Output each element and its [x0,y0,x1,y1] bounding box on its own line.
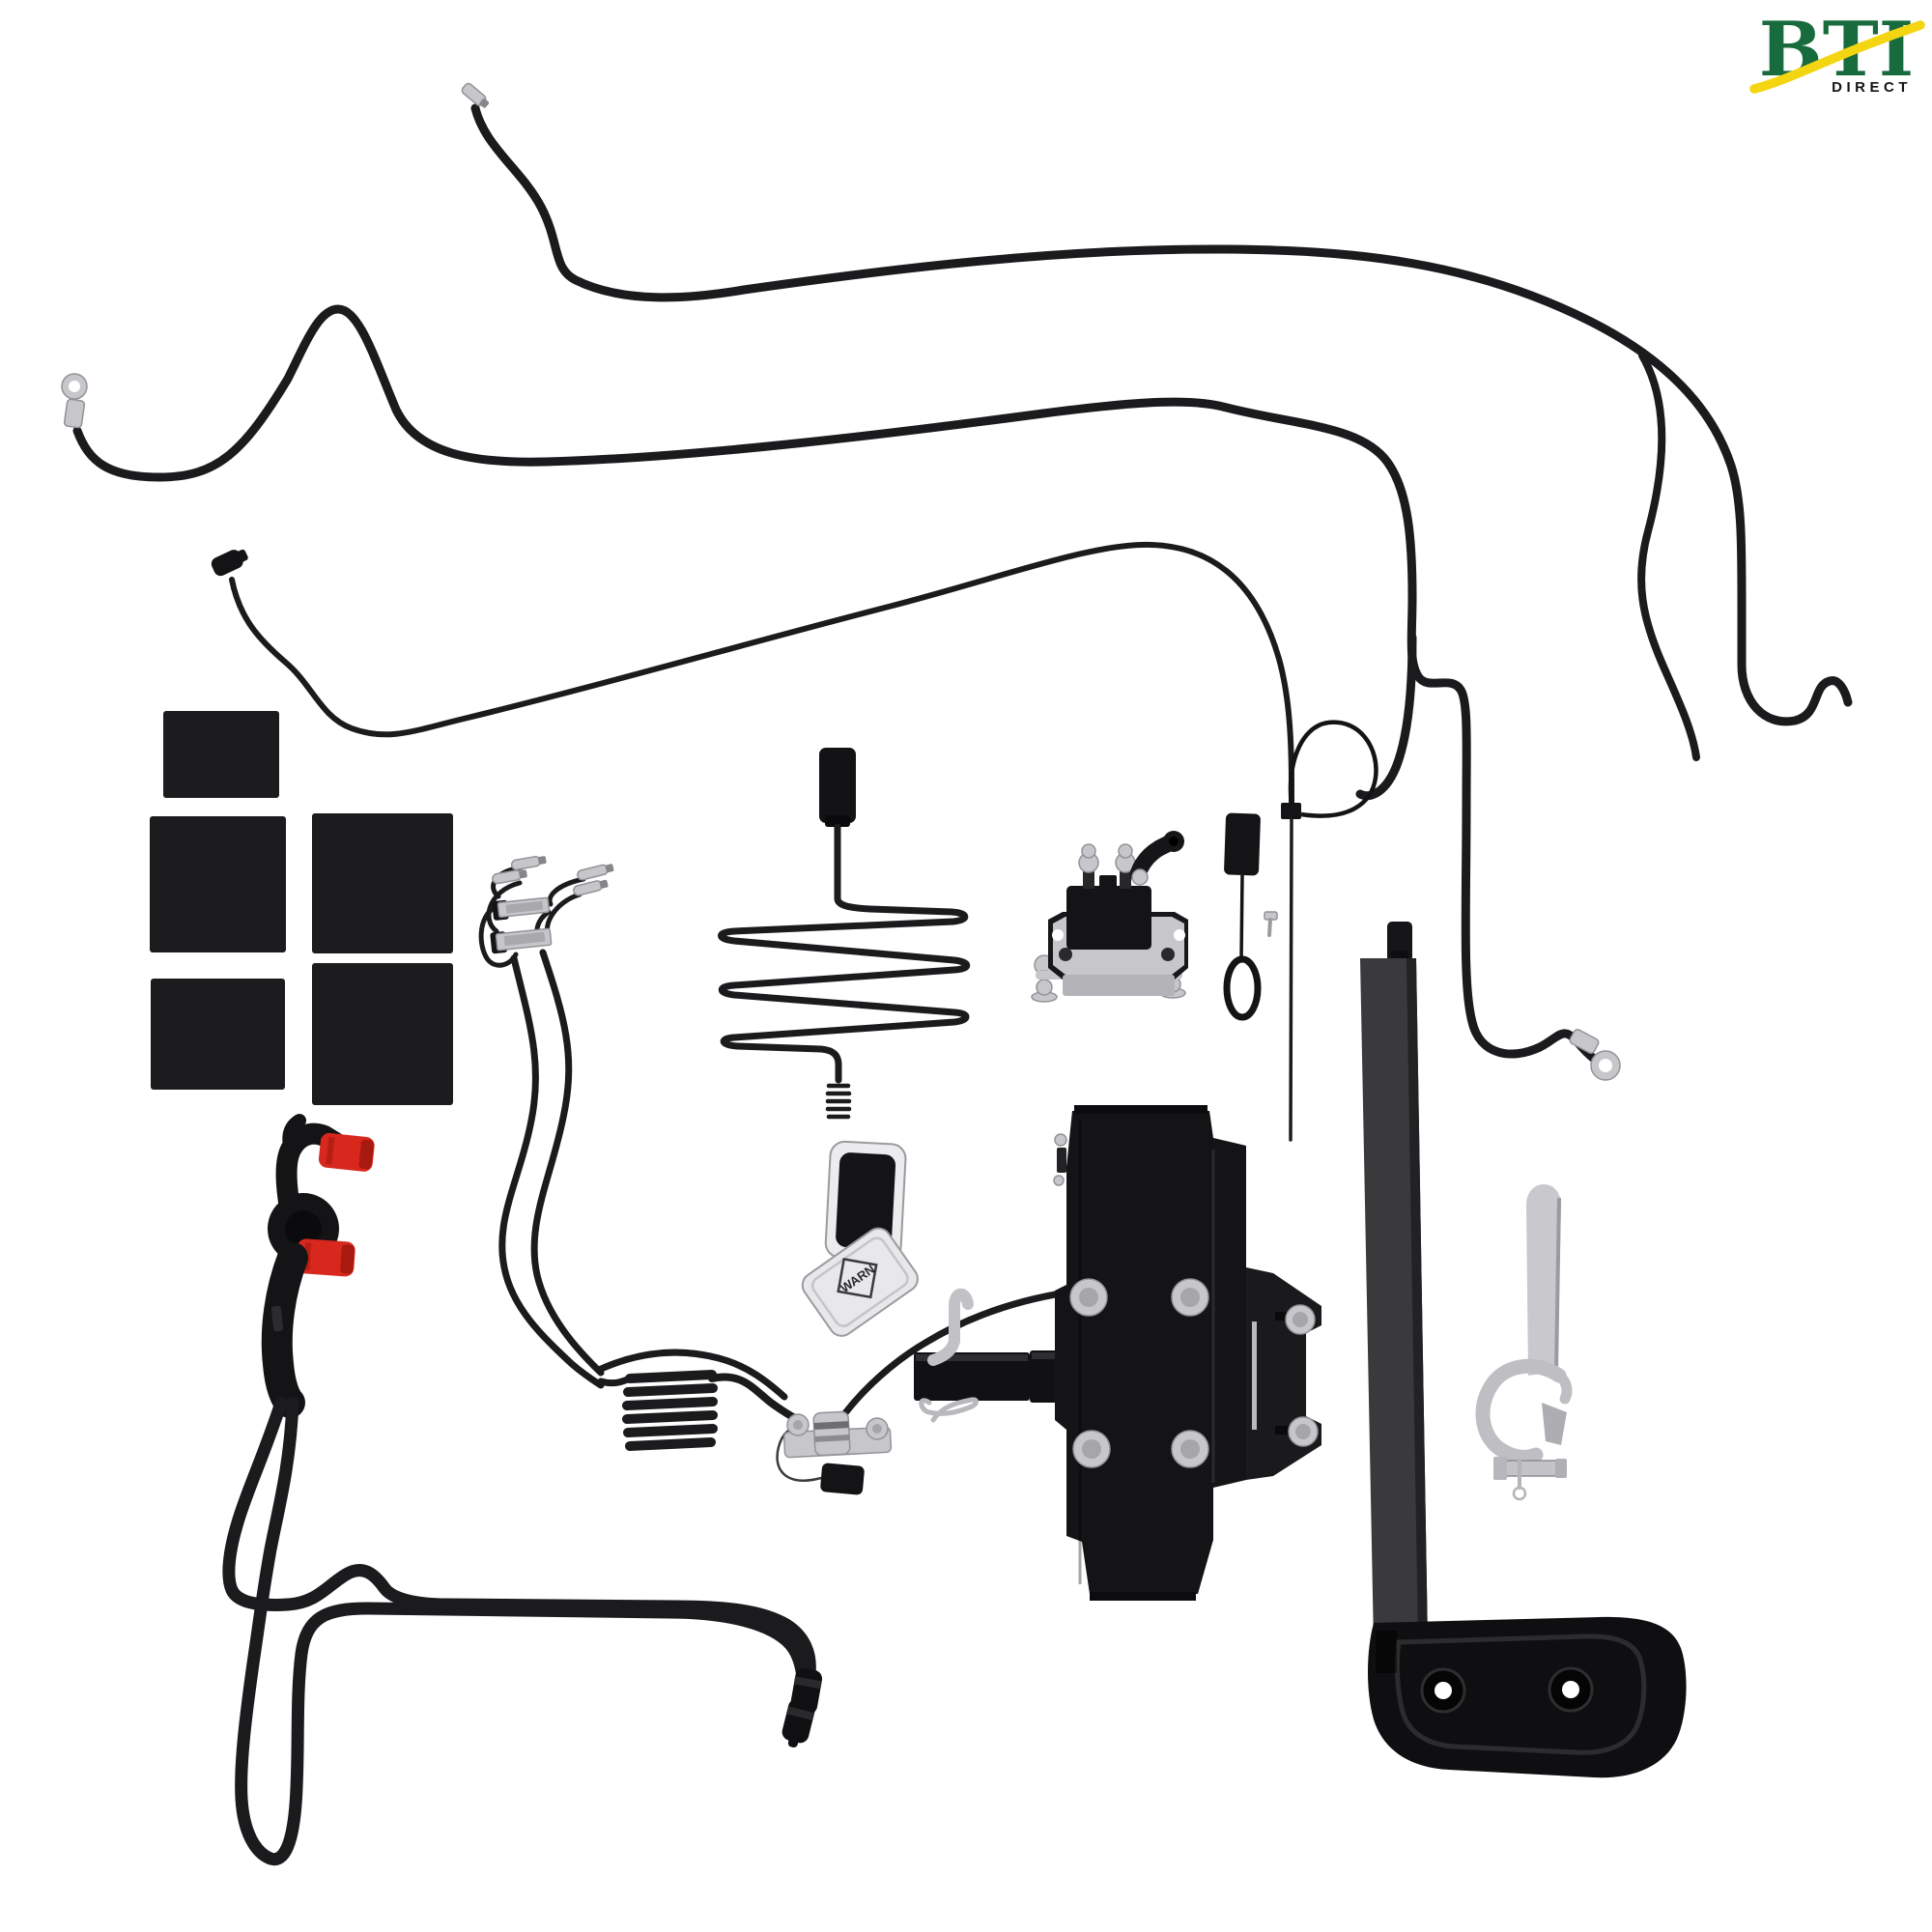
terminal-boot-red-1 [318,1132,375,1172]
zip-tie-head [1281,803,1301,819]
upright-bar [1360,922,1428,1644]
spade-terminal-1 [492,896,551,921]
zip-tie-loop [1288,720,1378,818]
bullet-connector-2 [492,869,527,885]
contactor [1031,831,1188,1003]
pad-3 [312,813,453,953]
contactor-connector-arm [1129,831,1184,886]
bullet-connector-3 [577,864,614,881]
terminal-clamp [1475,1184,1573,1501]
winch-mount-plate [914,1105,1321,1601]
bumper-pad [1368,1616,1687,1778]
pad-2 [150,816,286,952]
cable-connector-top [461,82,490,108]
side-bracket [1246,1267,1321,1480]
bullet-connector-1 [510,855,547,870]
pad-4 [151,979,285,1090]
warn-remote: WARN [801,1083,919,1337]
contactor-bolt-left [1031,954,1058,1003]
grommet-plug [211,549,248,577]
clamp-lever [1542,1403,1567,1445]
logo: BTI DIRECT [1749,6,1925,96]
accessory-socket [776,1289,1070,1495]
ground-cable-long [61,304,1621,1081]
mount-plate-body [1055,1111,1246,1594]
contactor-body [1066,886,1151,950]
pad-5 [312,963,453,1105]
logo-sub-text: DIRECT [1832,79,1912,96]
ring-terminal-left [61,373,88,429]
remote-rubber-pad [836,1152,896,1249]
zip-tie [1281,720,1378,819]
battery-terminal-assembly [261,1114,375,1418]
zigzag-cord [718,895,971,1084]
cable-coil [595,1349,806,1451]
accessory-wire [211,541,1294,1142]
screw-small [1264,911,1278,937]
cable-strand-end [1637,352,1700,761]
socket-cap [820,1463,865,1495]
wiring-harness [478,855,614,1389]
cable-boot-2 [781,1698,815,1747]
clamp-strap [1526,1184,1561,1376]
contactor-stud-1 [1078,843,1099,889]
pull-ring [1223,955,1262,1021]
power-cable-long [461,82,1853,761]
hitch-pin-clip [919,1397,979,1423]
bullet-connector-4 [573,879,609,896]
hitch-pin [927,1288,974,1366]
spade-terminal-2 [490,927,553,954]
logo-swoosh [1749,20,1925,94]
pull-strap [1223,812,1262,1021]
remote-plug [718,748,971,1084]
remote-base: WARN [801,1227,919,1337]
receiver-tube [914,1352,1030,1401]
strain-relief-spring [825,1083,852,1120]
socket-pigtail [840,1289,1070,1418]
mounting-pads [150,711,453,1105]
ring-terminal-right [1569,1029,1621,1081]
contactor-stud-2 [1115,843,1136,889]
pad-1 [163,711,279,798]
battery-cables [222,1396,823,1866]
cable-end-hook [1355,633,1417,800]
